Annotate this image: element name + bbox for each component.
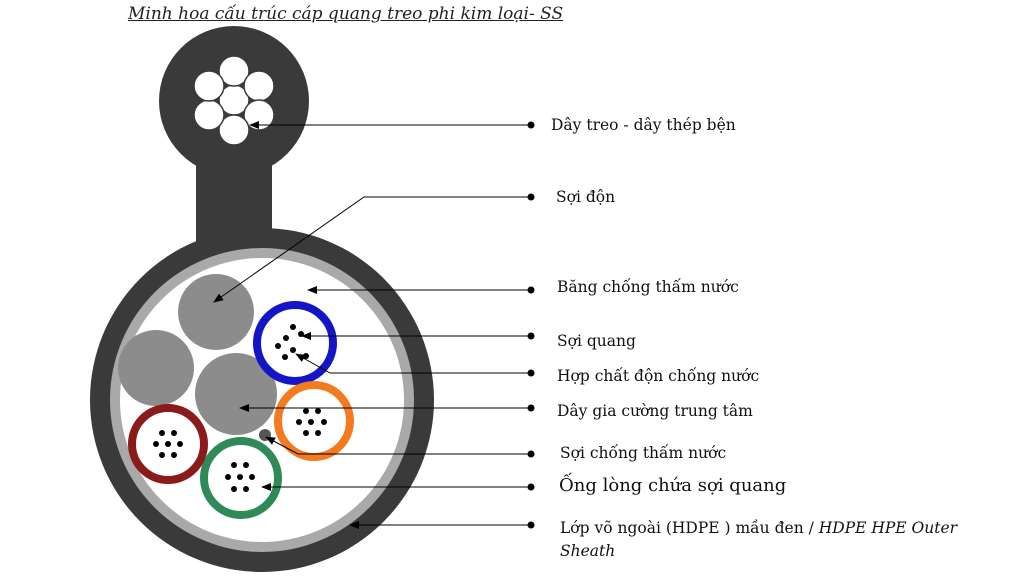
- loose-tube-orange: [274, 381, 354, 461]
- loose-tube-blue: [253, 301, 337, 385]
- leader-gel: [295, 353, 531, 374]
- label-gel: Hợp chất độn chống nước: [557, 367, 760, 385]
- leader-lines: [213, 121, 531, 529]
- filler-rods: [118, 274, 254, 406]
- label-outer-sheath-en: HDPE HPE Outer Sheath: [560, 519, 958, 560]
- leader-water-yarn: [265, 436, 531, 455]
- label-messenger: Dây treo - dây thép bện: [551, 116, 736, 134]
- label-central-member: Dây gia cường trung tâm: [557, 402, 753, 420]
- page-title: Minh hoa cấu trúc cáp quang treo phi kim…: [128, 4, 564, 24]
- leader-filler: [213, 196, 531, 303]
- leader-dots: [527, 121, 535, 529]
- label-outer-sheath: Lớp võ ngoài (HDPE ) mầu đen / HDPE HPE …: [560, 517, 980, 563]
- central-strength-member: [195, 353, 277, 435]
- label-fiber: Sợi quang: [557, 332, 636, 350]
- label-water-yarn: Sợi chống thấm nước: [560, 444, 727, 462]
- label-water-tape: Băng chống thấm nước: [557, 278, 739, 296]
- label-outer-sheath-vi: Lớp võ ngoài (HDPE ) mầu đen /: [560, 519, 819, 537]
- label-loose-tube: Ống lòng chứa sợi quang: [559, 475, 787, 496]
- label-filler: Sợi độn: [556, 188, 616, 206]
